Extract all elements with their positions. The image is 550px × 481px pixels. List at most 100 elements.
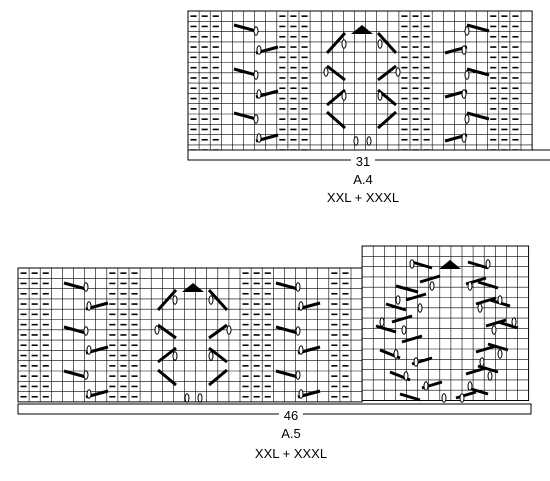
cable-loop-symbol bbox=[393, 349, 399, 359]
chart-a4-symbols bbox=[190, 15, 519, 151]
cable-loop-symbol bbox=[253, 70, 259, 80]
cable-bar-symbol bbox=[466, 67, 490, 77]
cable-loop-symbol bbox=[497, 349, 503, 359]
chart-a5-sizes: XXL + XXXL bbox=[255, 446, 327, 461]
cable-bar-symbol bbox=[377, 110, 397, 130]
cable-bar-symbol bbox=[405, 292, 427, 302]
chart-a5-count-bg bbox=[279, 406, 303, 422]
chart-a5: 46 A.5 XXL + XXXL bbox=[17, 245, 532, 461]
cable-loop-symbol bbox=[253, 114, 259, 124]
cable-bar-symbol bbox=[326, 88, 346, 107]
cable-bar-symbol bbox=[475, 296, 497, 306]
cable-bar-symbol bbox=[375, 324, 397, 334]
cable-loop-symbol bbox=[401, 325, 407, 335]
cable-loop-symbol bbox=[172, 351, 178, 361]
chart-a4-sizes: XXL + XXXL bbox=[327, 190, 399, 205]
cable-loop-symbol bbox=[459, 393, 465, 403]
cable-loop-symbol bbox=[467, 281, 473, 291]
cable-loop-symbol bbox=[477, 303, 483, 313]
cable-bar-symbol bbox=[465, 366, 487, 376]
cable-bar-symbol bbox=[326, 64, 346, 82]
cable-bar-symbol bbox=[275, 325, 299, 335]
cable-bar-symbol bbox=[157, 323, 177, 340]
cable-bar-symbol bbox=[208, 323, 228, 340]
cable-loop-symbol bbox=[323, 67, 329, 77]
cable-loop-symbol bbox=[226, 325, 232, 335]
cable-loop-symbol bbox=[86, 301, 92, 311]
cable-bar-symbol bbox=[411, 260, 433, 270]
cable-bar-symbol bbox=[467, 260, 489, 270]
cable-loop-symbol bbox=[83, 282, 89, 292]
chart-a5-stitch-count: 46 bbox=[284, 408, 298, 423]
cable-loop-symbol bbox=[464, 114, 470, 124]
cable-loop-symbol bbox=[487, 371, 493, 381]
cable-bar-symbol bbox=[63, 281, 87, 291]
cable-bar-symbol bbox=[208, 346, 228, 364]
chart-a4: 31 A.4 XXL + XXXL bbox=[187, 10, 550, 205]
cable-loop-symbol bbox=[256, 133, 262, 143]
cable-loop-symbol bbox=[154, 325, 160, 335]
cable-bar-symbol bbox=[233, 23, 257, 33]
decrease-symbol bbox=[182, 283, 204, 292]
cable-loop-symbol bbox=[86, 389, 92, 399]
chart-a4-count-bg bbox=[351, 152, 375, 168]
cable-loop-symbol bbox=[208, 351, 214, 361]
cable-bar-symbol bbox=[208, 368, 228, 387]
cable-bar-symbol bbox=[275, 369, 299, 379]
cable-bar-symbol bbox=[475, 344, 497, 354]
cable-loop-symbol bbox=[395, 67, 401, 77]
chart-a4-title: A.4 bbox=[353, 172, 373, 187]
cable-bar-symbol bbox=[157, 368, 177, 387]
cable-bar-symbol bbox=[326, 110, 346, 130]
chart-a4-grid bbox=[187, 10, 533, 156]
cable-loop-symbol bbox=[429, 281, 435, 291]
decrease-symbol bbox=[439, 260, 461, 269]
cable-loop-symbol bbox=[403, 371, 409, 381]
cable-bar-symbol bbox=[275, 281, 299, 291]
cable-loop-symbol bbox=[441, 393, 447, 403]
cable-loop-symbol bbox=[295, 282, 301, 292]
cable-bar-symbol bbox=[485, 318, 507, 328]
chart-a5-width-bar bbox=[17, 403, 532, 415]
cable-loop-symbol bbox=[377, 91, 383, 101]
cable-bar-symbol bbox=[455, 390, 477, 400]
cable-bar-symbol bbox=[207, 288, 229, 312]
chart-a5-title: A.5 bbox=[281, 426, 301, 441]
cable-loop-symbol bbox=[253, 26, 259, 36]
cable-loop-symbol bbox=[464, 70, 470, 80]
cable-loop-symbol bbox=[295, 326, 301, 336]
cable-bar-symbol bbox=[63, 369, 87, 379]
cable-loop-symbol bbox=[409, 259, 415, 269]
cable-bar-symbol bbox=[487, 342, 509, 352]
cable-bar-symbol bbox=[497, 320, 519, 330]
cable-loop-symbol bbox=[461, 45, 467, 55]
cable-loop-symbol bbox=[256, 45, 262, 55]
cable-loop-symbol bbox=[377, 39, 383, 49]
cable-loop-symbol bbox=[467, 381, 473, 391]
cable-loop-symbol bbox=[491, 325, 497, 335]
cable-loop-symbol bbox=[395, 295, 401, 305]
cable-loop-symbol bbox=[479, 357, 485, 367]
cable-loop-symbol bbox=[497, 295, 503, 305]
cable-loop-symbol bbox=[417, 303, 423, 313]
chart-a4-stitch-count: 31 bbox=[356, 154, 370, 169]
cable-bar-symbol bbox=[399, 392, 421, 402]
cable-bar-symbol bbox=[63, 325, 87, 335]
cable-loop-symbol bbox=[208, 295, 214, 305]
cable-bar-symbol bbox=[233, 67, 257, 77]
cable-bar-symbol bbox=[477, 364, 499, 374]
cable-loop-symbol bbox=[83, 326, 89, 336]
cable-loop-symbol bbox=[172, 295, 178, 305]
chart-a5-symbols bbox=[20, 259, 519, 403]
cable-loop-symbol bbox=[413, 357, 419, 367]
cable-bar-symbol bbox=[401, 334, 423, 344]
cable-loop-symbol bbox=[461, 133, 467, 143]
cable-bar-symbol bbox=[377, 64, 397, 82]
cable-bar-symbol bbox=[395, 284, 419, 294]
cable-bar-symbol bbox=[466, 111, 490, 121]
cable-loop-symbol bbox=[353, 136, 359, 146]
cable-loop-symbol bbox=[298, 389, 304, 399]
cable-loop-symbol bbox=[83, 370, 89, 380]
cable-loop-symbol bbox=[256, 89, 262, 99]
